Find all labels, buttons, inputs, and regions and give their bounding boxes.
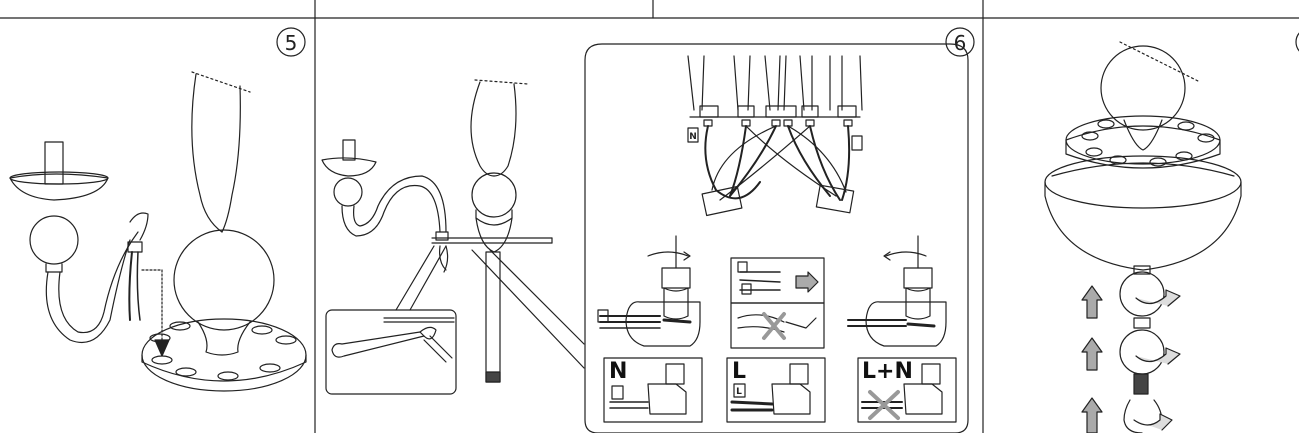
step-5-number: 5 bbox=[285, 31, 298, 55]
cable-guide bbox=[127, 241, 170, 357]
up-arrows bbox=[1081, 285, 1103, 433]
wire-prep-box bbox=[730, 257, 825, 349]
arm-wires bbox=[395, 245, 585, 369]
arm-on-crossbar bbox=[321, 139, 553, 244]
connection-box-l-label: L bbox=[732, 359, 746, 384]
step-7-panel bbox=[1044, 32, 1299, 433]
step-5-badge: 5 bbox=[276, 27, 306, 57]
connection-box-n: N bbox=[603, 357, 703, 423]
step-7-badge bbox=[1295, 32, 1299, 52]
connection-box-l: L L bbox=[726, 357, 826, 423]
connection-box-n-label: N bbox=[609, 359, 627, 384]
connection-box-ln: L+N bbox=[857, 357, 957, 423]
ceiling-plate bbox=[141, 318, 307, 392]
connection-box-ln-label: L+N bbox=[862, 359, 913, 384]
rotating-balls bbox=[1119, 265, 1181, 433]
step-6-badge: 6 bbox=[945, 27, 975, 57]
canopy-assembly bbox=[1044, 41, 1242, 271]
step-6-number: 6 bbox=[954, 31, 967, 55]
wire-tag-neutral: N bbox=[689, 132, 697, 142]
screw-terminal-right bbox=[847, 235, 947, 347]
column-panel-2 bbox=[470, 79, 529, 383]
screw-terminal-left bbox=[597, 235, 701, 347]
terminal-strip: N bbox=[687, 55, 863, 217]
glass-column bbox=[173, 71, 275, 356]
wire-tag-line: L bbox=[736, 387, 742, 397]
wiring-detail-frame bbox=[584, 43, 969, 433]
pliers-callout bbox=[325, 309, 457, 395]
step-5-panel: 5 bbox=[9, 27, 307, 392]
candle-arm bbox=[9, 141, 149, 344]
step-6-panel: 6 bbox=[321, 27, 975, 433]
